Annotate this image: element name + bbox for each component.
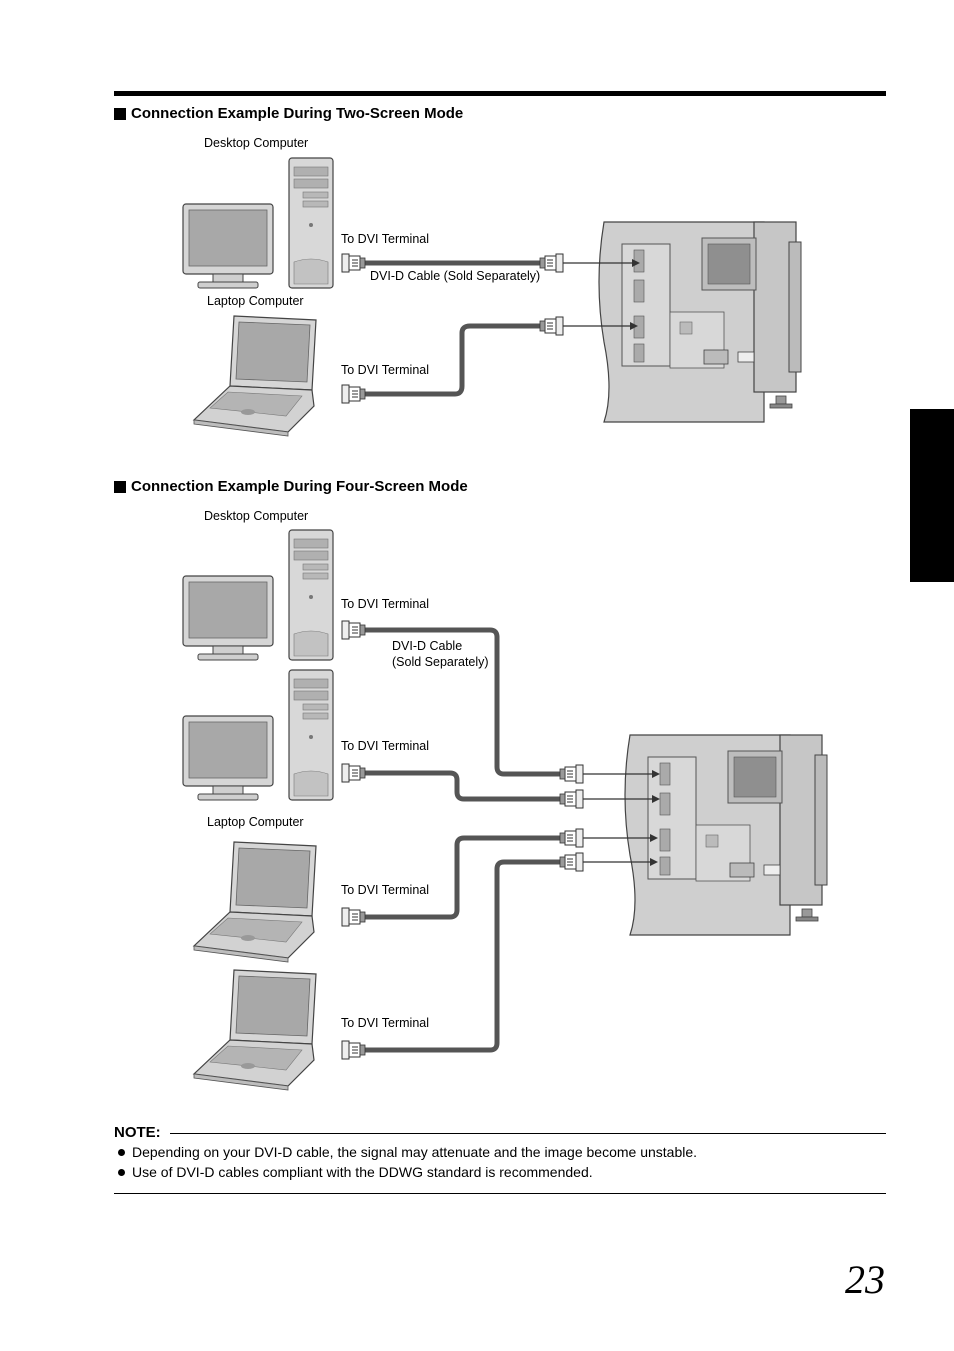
dvi-connector: [341, 763, 366, 783]
dvi-cable: [365, 835, 560, 920]
arrow-head: [652, 795, 660, 803]
laptop-computer: [193, 315, 317, 437]
note-item-text: Use of DVI-D cables compliant with the D…: [132, 1164, 593, 1180]
dvi-cable: [365, 627, 560, 777]
desktop-monitor: [182, 203, 274, 289]
dvi-connector: [539, 253, 564, 273]
note-rule: [170, 1133, 886, 1134]
top-rule: [114, 91, 886, 96]
dvi-connector: [341, 1040, 366, 1060]
note-item: Use of DVI-D cables compliant with the D…: [118, 1162, 697, 1182]
section-heading-two-screen: Connection Example During Two-Screen Mod…: [114, 105, 463, 122]
dvi-connector: [341, 253, 366, 273]
note-list: Depending on your DVI-D cable, the signa…: [118, 1142, 697, 1182]
dvi-connector: [341, 384, 366, 404]
dvi-cable: [365, 323, 540, 397]
dvi-terminal-label: To DVI Terminal: [341, 232, 429, 246]
dvi-terminal-label: To DVI Terminal: [341, 883, 429, 897]
arrow-head: [650, 858, 658, 866]
section-heading-four-screen: Connection Example During Four-Screen Mo…: [114, 478, 468, 495]
note-item: Depending on your DVI-D cable, the signa…: [118, 1142, 697, 1162]
dvi-terminal-label: To DVI Terminal: [341, 597, 429, 611]
arrow-head: [652, 770, 660, 778]
desktop-computer-label: Desktop Computer: [204, 136, 309, 150]
projector-rear-panel: [598, 221, 802, 423]
dvi-cable: [365, 770, 560, 802]
desktop-tower-1: [288, 529, 334, 661]
cable-label-line2: (Sold Separately): [392, 655, 489, 669]
heading-text: Connection Example During Four-Screen Mo…: [131, 478, 468, 495]
laptop-computer-1: [193, 841, 317, 963]
laptop-computer-label: Laptop Computer: [207, 815, 304, 829]
dvi-terminal-label: To DVI Terminal: [341, 739, 429, 753]
bullet-dot-icon: [118, 1148, 125, 1156]
dvi-connector: [559, 828, 584, 848]
bullet-dot-icon: [118, 1168, 125, 1176]
dvi-terminal-label: To DVI Terminal: [341, 1016, 429, 1030]
desktop-monitor-2: [182, 715, 274, 801]
desktop-computer-label: Desktop Computer: [204, 509, 309, 523]
note-title: NOTE:: [114, 1124, 161, 1141]
dvi-connector: [341, 620, 366, 640]
desktop-tower: [288, 157, 334, 289]
projector-rear-panel: [624, 734, 828, 936]
dvi-connector: [559, 764, 584, 784]
bottom-rule: [114, 1193, 886, 1194]
laptop-computer-label: Laptop Computer: [207, 294, 304, 308]
cable-label-line1: DVI-D Cable: [392, 639, 463, 653]
note-item-text: Depending on your DVI-D cable, the signa…: [132, 1144, 698, 1160]
dvi-connector: [341, 907, 366, 927]
dvi-terminal-label: To DVI Terminal: [341, 363, 429, 377]
dvi-connector: [539, 316, 564, 336]
dvi-connector: [559, 789, 584, 809]
arrow-head: [650, 834, 658, 842]
cable-label: DVI-D Cable (Sold Separately): [370, 269, 541, 283]
section-side-tab: [910, 409, 954, 582]
dvi-connector: [559, 852, 584, 872]
laptop-computer-2: [193, 969, 317, 1091]
page-number: 23: [845, 1257, 885, 1302]
square-bullet-icon: [114, 480, 126, 493]
arrow-head: [630, 322, 638, 330]
heading-text: Connection Example During Two-Screen Mod…: [131, 105, 464, 122]
square-bullet-icon: [114, 107, 126, 120]
desktop-tower-2: [288, 669, 334, 801]
arrow-head: [632, 259, 640, 267]
dvi-cable: [365, 859, 560, 1053]
desktop-monitor-1: [182, 575, 274, 661]
